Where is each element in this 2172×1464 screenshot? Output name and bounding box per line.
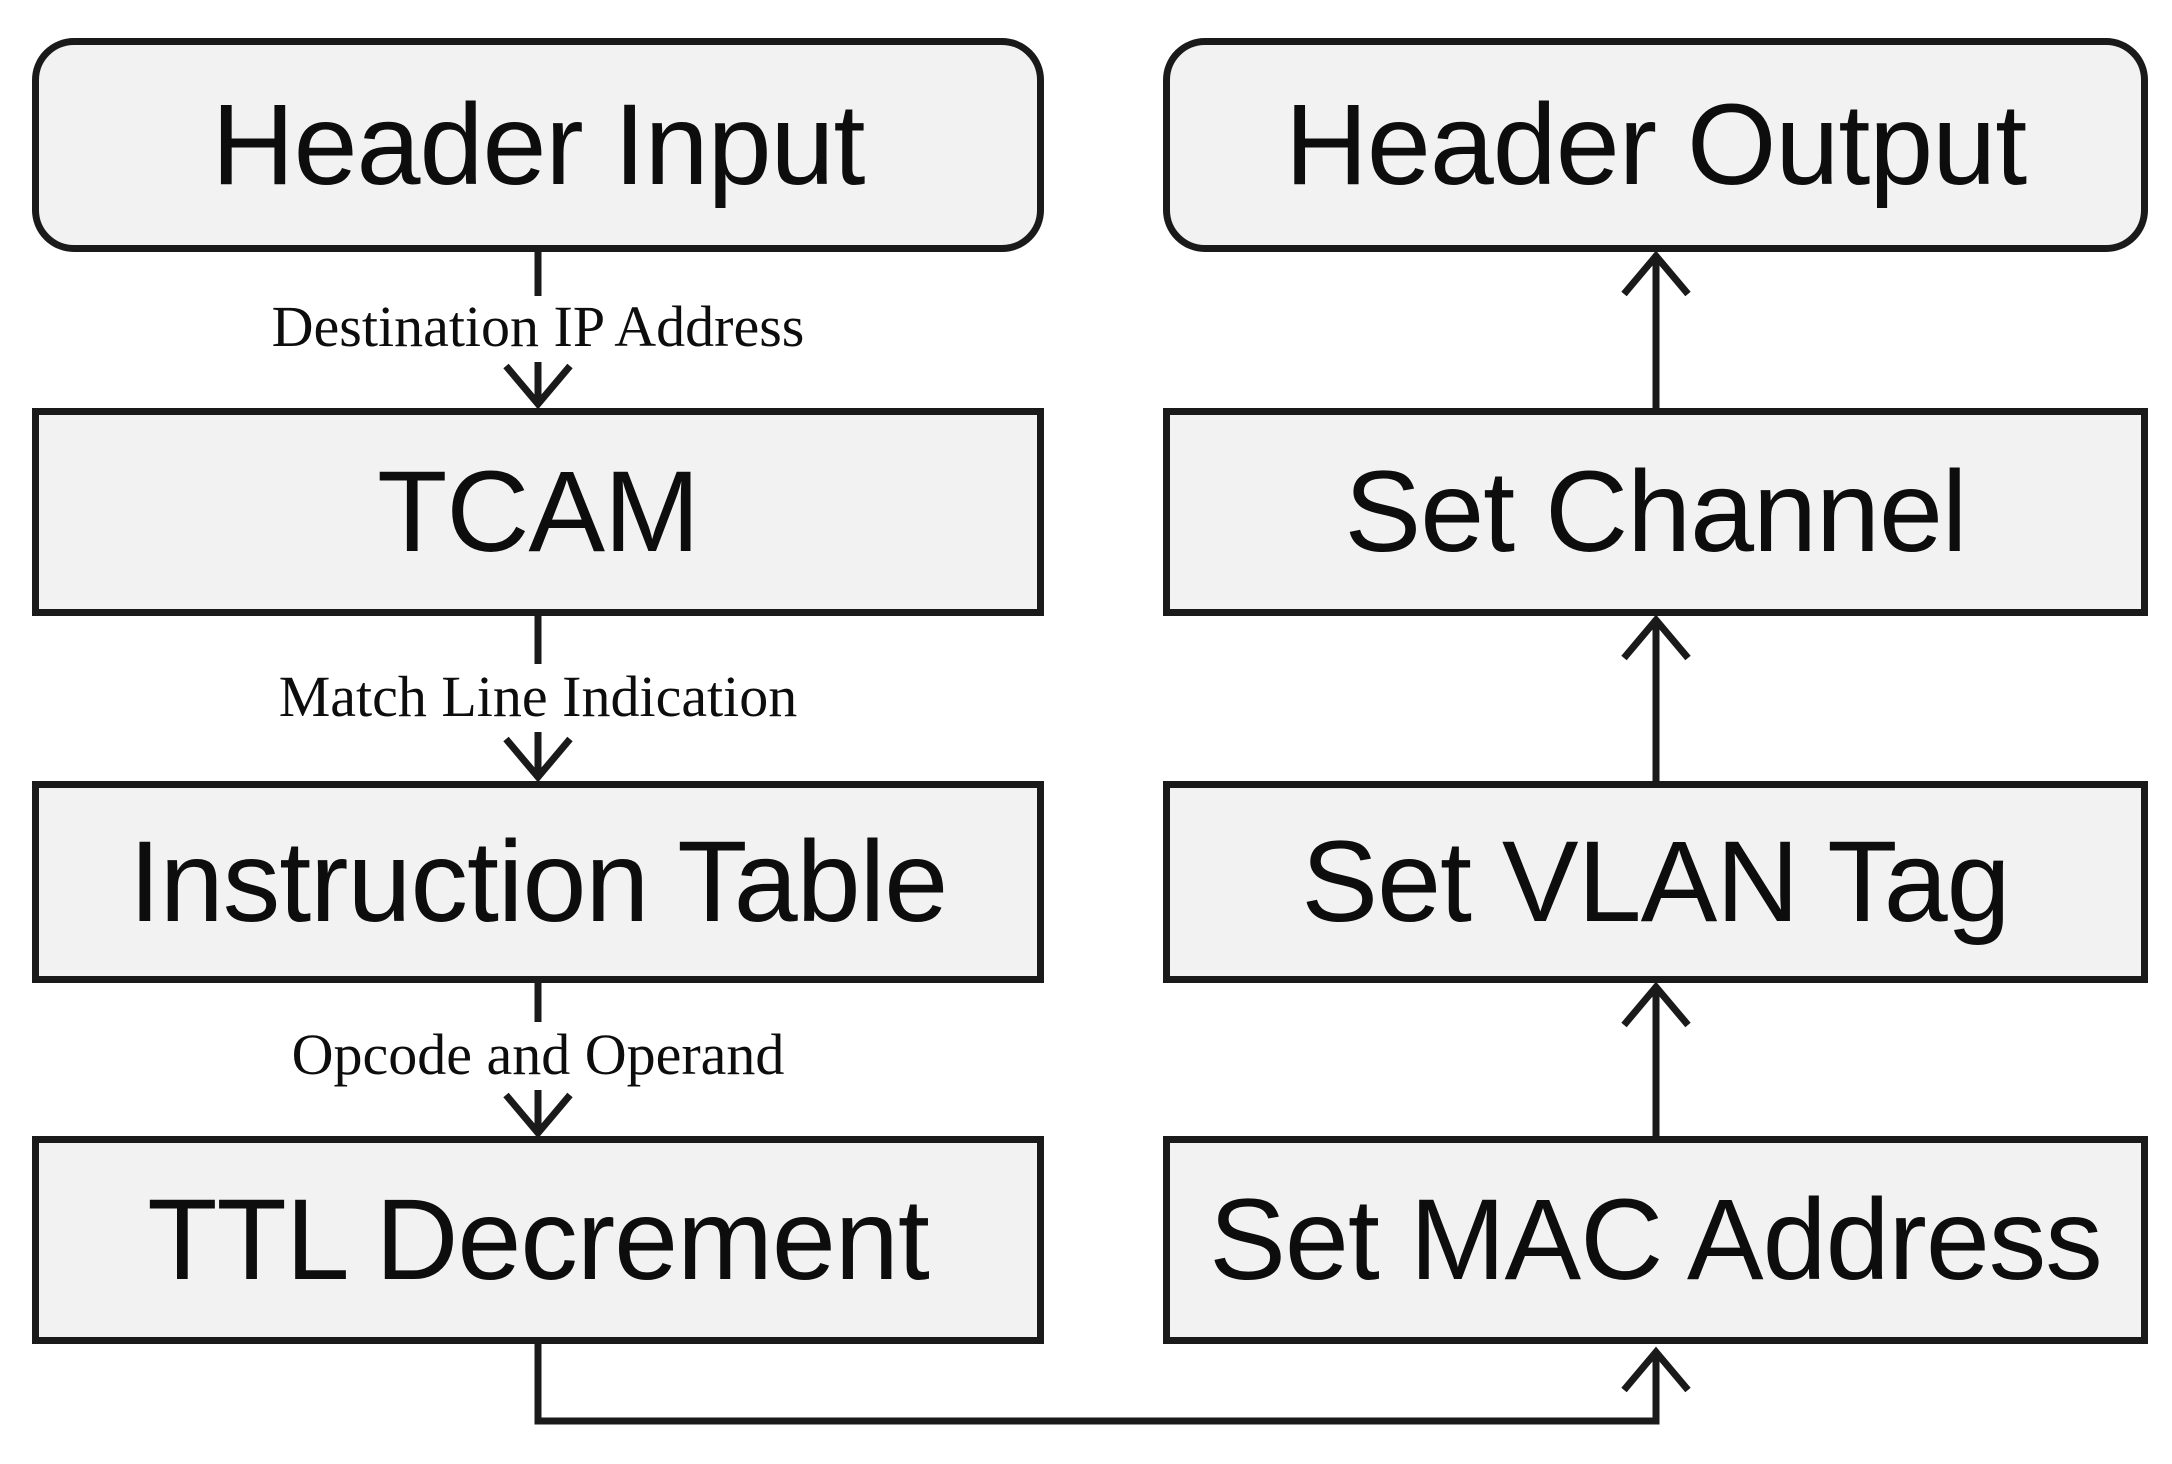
node-set-vlan-tag-label: Set VLAN Tag xyxy=(1301,818,2010,946)
node-set-channel: Set Channel xyxy=(1163,408,2148,616)
node-set-vlan-tag: Set VLAN Tag xyxy=(1163,781,2148,983)
node-header-output: Header Output xyxy=(1163,38,2148,252)
arrow-header-input-to-tcam-head xyxy=(503,363,573,410)
arrow-tcam-to-instruction-table-head xyxy=(503,736,573,783)
arrow-set-vlan-tag-to-set-channel-head xyxy=(1621,614,1691,661)
arrow-instruction-table-to-ttl-decrement-head xyxy=(503,1092,573,1139)
edge-label-destination-ip-address: Destination IP Address xyxy=(271,294,805,359)
node-tcam-label: TCAM xyxy=(377,448,700,576)
node-header-input: Header Input xyxy=(32,38,1044,252)
node-ttl-decrement-label: TTL Decrement xyxy=(147,1176,930,1304)
node-instruction-table-label: Instruction Table xyxy=(128,818,948,946)
node-instruction-table: Instruction Table xyxy=(32,781,1044,983)
node-header-input-label: Header Input xyxy=(211,81,866,209)
edge-label-opcode-and-operand: Opcode and Operand xyxy=(291,1022,785,1087)
arrow-set-channel-to-header-output-head xyxy=(1621,250,1691,297)
node-set-channel-label: Set Channel xyxy=(1344,448,1968,576)
node-set-mac-address: Set MAC Address xyxy=(1163,1136,2148,1344)
connector-ttl-decrement-to-set-mac-address-head xyxy=(1621,1346,1691,1393)
node-tcam: TCAM xyxy=(32,408,1044,616)
edge-label-match-line-indication: Match Line Indication xyxy=(278,664,798,729)
arrow-set-mac-address-to-set-vlan-tag-head xyxy=(1621,981,1691,1028)
connector-ttl-decrement-to-set-mac-address xyxy=(534,1344,1660,1425)
node-set-mac-address-label: Set MAC Address xyxy=(1209,1176,2103,1304)
node-header-output-label: Header Output xyxy=(1284,81,2027,209)
node-ttl-decrement: TTL Decrement xyxy=(32,1136,1044,1344)
